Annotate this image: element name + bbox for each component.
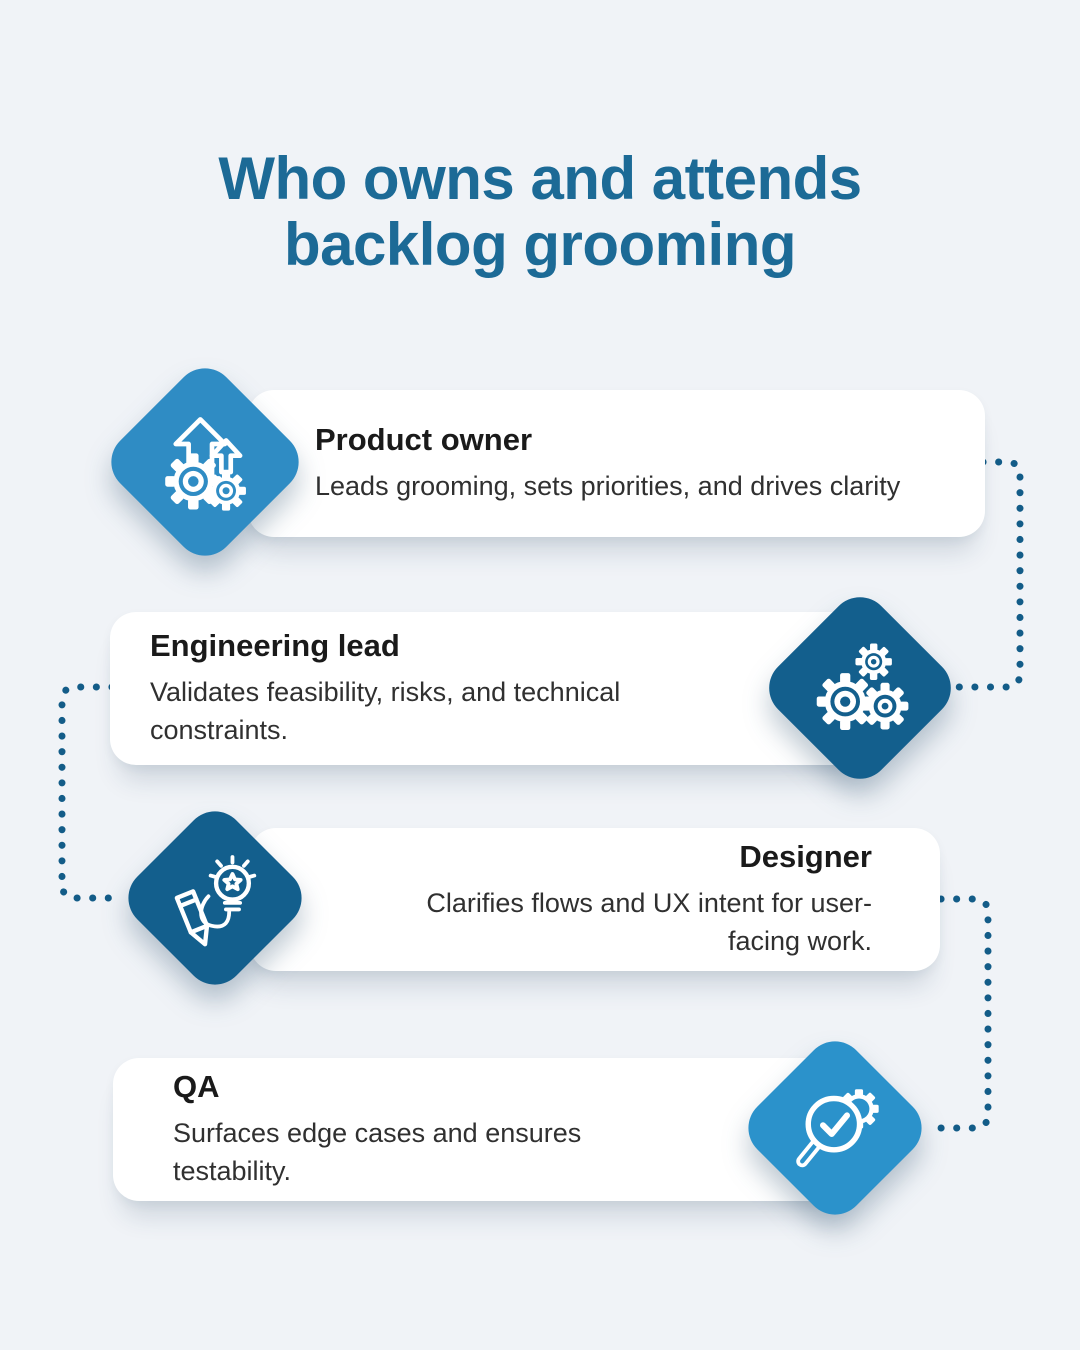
connector-card2-to-card3	[58, 683, 116, 902]
card-description: Surfaces edge cases and ensures testabil…	[173, 1117, 582, 1186]
growth-arrows-gears-icon	[147, 404, 264, 521]
diamond-qa	[736, 1029, 934, 1227]
pencil-lightbulb-icon	[160, 843, 269, 952]
card-title: Designer	[739, 838, 872, 874]
page-title-line1: Who owns and attends	[218, 145, 862, 212]
page-title: Who owns and attends backlog grooming	[0, 146, 1080, 278]
card-engineering-lead: Engineering lead Validates feasibility, …	[110, 612, 872, 765]
diamond-shape	[98, 355, 312, 569]
page-title-line2: backlog grooming	[283, 211, 797, 278]
card-designer: Designer Clarifies flows and UX intent f…	[250, 828, 940, 971]
connector-card3-to-card4	[929, 895, 992, 1132]
connector-card1-to-card2	[954, 458, 1024, 691]
card-description: Validates feasibility, risks, and techni…	[150, 676, 621, 745]
card-product-owner: Product owner Leads grooming, sets prior…	[248, 390, 985, 537]
card-qa: QA Surfaces edge cases and ensures testa…	[113, 1058, 853, 1201]
diamond-engineering-lead	[756, 584, 964, 792]
diamond-shape	[116, 799, 314, 997]
card-title: Engineering lead	[150, 627, 400, 663]
card-description: Leads grooming, sets priorities, and dri…	[315, 470, 901, 501]
diamond-product-owner	[98, 355, 312, 569]
diamond-shape	[736, 1029, 934, 1227]
card-title: Product owner	[315, 421, 533, 457]
diamond-designer	[116, 799, 314, 997]
card-description: Clarifies flows and UX intent for user-f…	[426, 887, 872, 956]
diamond-shape	[756, 584, 964, 792]
card-title: QA	[173, 1068, 220, 1104]
magnifier-check-icon	[780, 1073, 889, 1182]
three-gears-icon	[803, 631, 917, 745]
